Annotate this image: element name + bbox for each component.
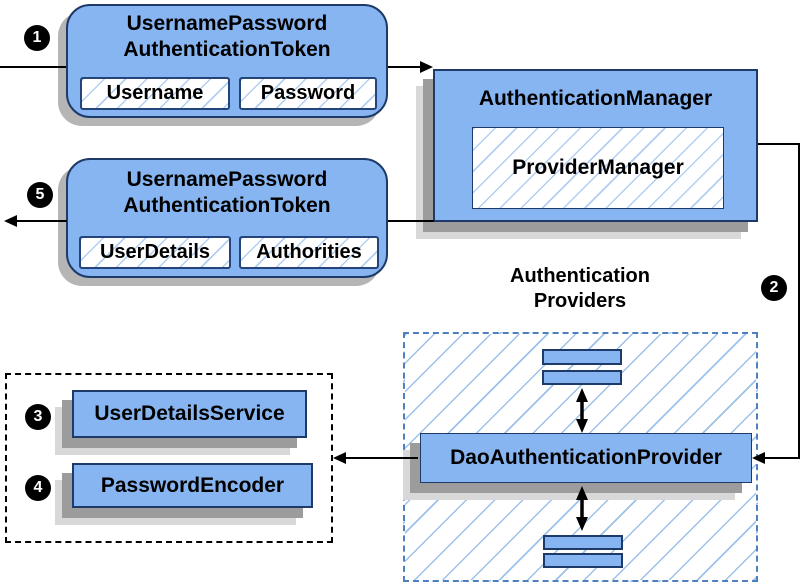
userdetails-field-box: UserDetails <box>79 236 231 269</box>
step-4-badge: 4 <box>25 475 51 501</box>
authentication-manager-box: AuthenticationManager ProviderManager <box>433 69 758 222</box>
providers-heading: Authentication Providers <box>455 264 705 314</box>
dao-authentication-provider-box: DaoAuthenticationProvider <box>420 433 752 483</box>
provider-list-bar-bottom-1 <box>543 535 623 550</box>
providers-region: DaoAuthenticationProvider <box>403 332 758 582</box>
provider-list-bar-top-2 <box>542 370 622 385</box>
provider-list-bar-top-1 <box>542 349 622 365</box>
provider-manager-box: ProviderManager <box>472 127 724 209</box>
step-1-badge: 1 <box>24 25 50 51</box>
authorities-field-box: Authorities <box>239 236 379 269</box>
request-token-title-line2: AuthenticationToken <box>123 38 331 61</box>
services-group-box: UserDetailsService PasswordEncoder <box>5 373 333 543</box>
response-token-title-line1: UsernamePassword <box>126 168 328 191</box>
provider-list-bar-bottom-2 <box>543 553 623 568</box>
providers-heading-line1: Authentication <box>510 265 650 287</box>
step-3-badge: 3 <box>25 404 51 430</box>
password-encoder-box: PasswordEncoder <box>72 463 313 508</box>
step-2-badge: 2 <box>761 275 787 301</box>
request-token-box: UsernamePassword AuthenticationToken Use… <box>66 4 388 118</box>
request-token-title-line1: UsernamePassword <box>126 12 328 35</box>
password-field-box: Password <box>239 77 377 110</box>
connector-manager-to-provider <box>752 143 800 464</box>
authentication-manager-title: AuthenticationManager <box>478 87 713 110</box>
response-token-box: UsernamePassword AuthenticationToken Use… <box>66 158 388 278</box>
username-field-box: Username <box>80 77 230 110</box>
providers-heading-line2: Providers <box>533 290 627 312</box>
step-5-badge: 5 <box>27 182 53 208</box>
request-token-title: UsernamePassword AuthenticationToken <box>68 11 386 63</box>
response-token-title: UsernamePassword AuthenticationToken <box>68 167 386 219</box>
response-token-title-line2: AuthenticationToken <box>123 194 331 217</box>
user-details-service-box: UserDetailsService <box>72 390 307 438</box>
